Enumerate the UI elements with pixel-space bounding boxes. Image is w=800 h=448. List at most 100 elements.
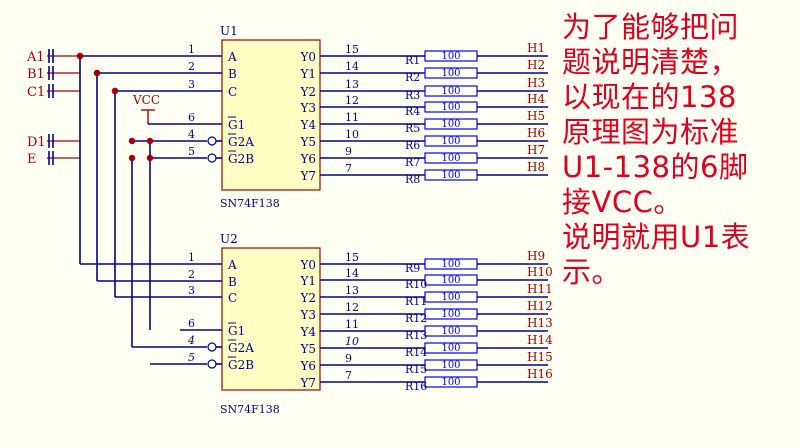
output-label: H7 [527,143,545,157]
pin-name-left: A [227,50,237,64]
pin-number-right: 13 [345,284,359,297]
pin-number-right: 7 [345,162,352,175]
resistor-value: 100 [441,51,460,62]
resistor-ref: R1 [405,54,420,67]
output-label: H6 [527,126,545,140]
pin-number-right: 14 [345,60,359,73]
note-line-8: 示。 [562,255,622,289]
pin-number-right: 13 [345,78,359,91]
output-label: H4 [527,92,545,106]
resistor-value: 100 [441,309,460,320]
pin-name-right: Y7 [299,169,316,183]
resistor-ref: R16 [405,380,427,393]
resistor-ref: R2 [405,71,420,84]
resistor-value: 100 [441,86,460,97]
resistor-value: 100 [441,68,460,79]
output-label: H9 [527,249,545,263]
chip-ref-u2: U2 [220,232,238,246]
pin-name-right: Y0 [299,258,316,272]
pin-number-right: 10 [345,128,359,141]
pin-name-right: Y3 [299,101,316,115]
output-label: H5 [527,109,545,123]
pin-name-left: G2B [228,358,254,372]
pin-number-right: 15 [345,43,359,56]
resistor-value: 100 [441,119,460,130]
pin-number-left: 3 [188,284,195,297]
junction-dot-d [146,137,154,145]
pin-number-left: 2 [188,60,195,73]
junction-dot [146,154,154,162]
resistor-value: 100 [441,153,460,164]
pin-number-left: 4 [188,128,195,141]
resistor-value: 100 [441,102,460,113]
note-line-5: U1-138的6脚 [562,150,749,184]
inverter-bubble [207,342,217,352]
resistor-ref: R13 [405,329,427,342]
resistor-ref: R4 [405,105,420,118]
input-label-c1: C1 [27,85,45,100]
resistor-ref: R15 [405,363,427,376]
pin-name-left: G2B [228,152,254,166]
resistor-ref: R5 [405,122,420,135]
resistor-ref: R9 [405,262,420,275]
pin-number-left: 5 [188,145,195,158]
junction-dot-a [76,52,84,60]
output-label: H2 [527,58,545,72]
junction-dot [128,137,136,145]
output-label: H11 [527,282,553,296]
chip-body-u2 [221,247,321,391]
output-label: H16 [527,367,553,381]
inverter-bubble [207,359,217,369]
pin-name-left: B [228,275,237,289]
vcc-label: VCC [132,93,160,107]
pin-name-left: B [228,67,237,81]
pin-name-right: Y1 [299,274,316,288]
inverter-bubble [207,136,217,146]
pin-name-left: G1 [228,118,245,132]
pin-number-left: 6 [188,111,195,124]
pin-name-right: Y4 [299,118,316,132]
resistor-ref: R6 [405,139,420,152]
resistor-ref: R14 [405,346,427,359]
resistor-value: 100 [441,136,460,147]
pin-number-right: 14 [345,267,359,280]
pin-number-right: 7 [345,369,352,382]
note-line-6: 接VCC。 [562,185,683,219]
pin-name-right: Y5 [299,342,316,356]
resistor-value: 100 [441,377,460,388]
pin-number-left: 5 [188,351,195,364]
pin-number-left: 1 [188,43,195,56]
input-label-b1: B1 [27,67,45,82]
pin-name-left: C [228,291,237,305]
input-label-a1: A1 [26,50,45,65]
pin-number-right: 12 [345,301,359,314]
pin-number-right: 11 [345,318,359,331]
junction-dot-b [93,69,101,77]
pin-name-left: G1 [228,324,245,338]
resistor-value: 100 [441,326,460,337]
inverter-bubble [207,153,217,163]
annotation-note: 为了能够把问 题说明清楚， 以现在的138 原理图为标准 U1-138的6脚 接… [562,10,798,290]
resistor-ref: R10 [405,278,427,291]
note-line-2: 题说明清楚， [562,45,740,79]
chip-body-u1 [221,39,321,191]
chip-part-u1: SN74F138 [220,197,280,210]
pin-number-right: 15 [345,251,359,264]
note-line-4: 原理图为标准 [562,115,740,149]
pin-name-right: Y6 [299,359,316,373]
output-label: H15 [527,350,553,364]
output-label: H13 [527,316,553,330]
pin-number-left: 6 [188,317,195,330]
resistor-ref: R8 [405,173,420,186]
pin-number-right: 9 [345,145,352,158]
pin-name-right: Y4 [299,325,316,339]
resistor-value: 100 [441,275,460,286]
pin-name-left: G2A [228,135,254,149]
input-label-d1: D1 [27,135,46,150]
note-line-7: 说明就用U1表 [562,220,751,254]
pin-number-right: 12 [345,94,359,107]
pin-number-left: 3 [188,78,195,91]
input-label-e: E [27,152,37,167]
chip-ref-u1: U1 [220,24,238,38]
resistor-value: 100 [441,259,460,270]
